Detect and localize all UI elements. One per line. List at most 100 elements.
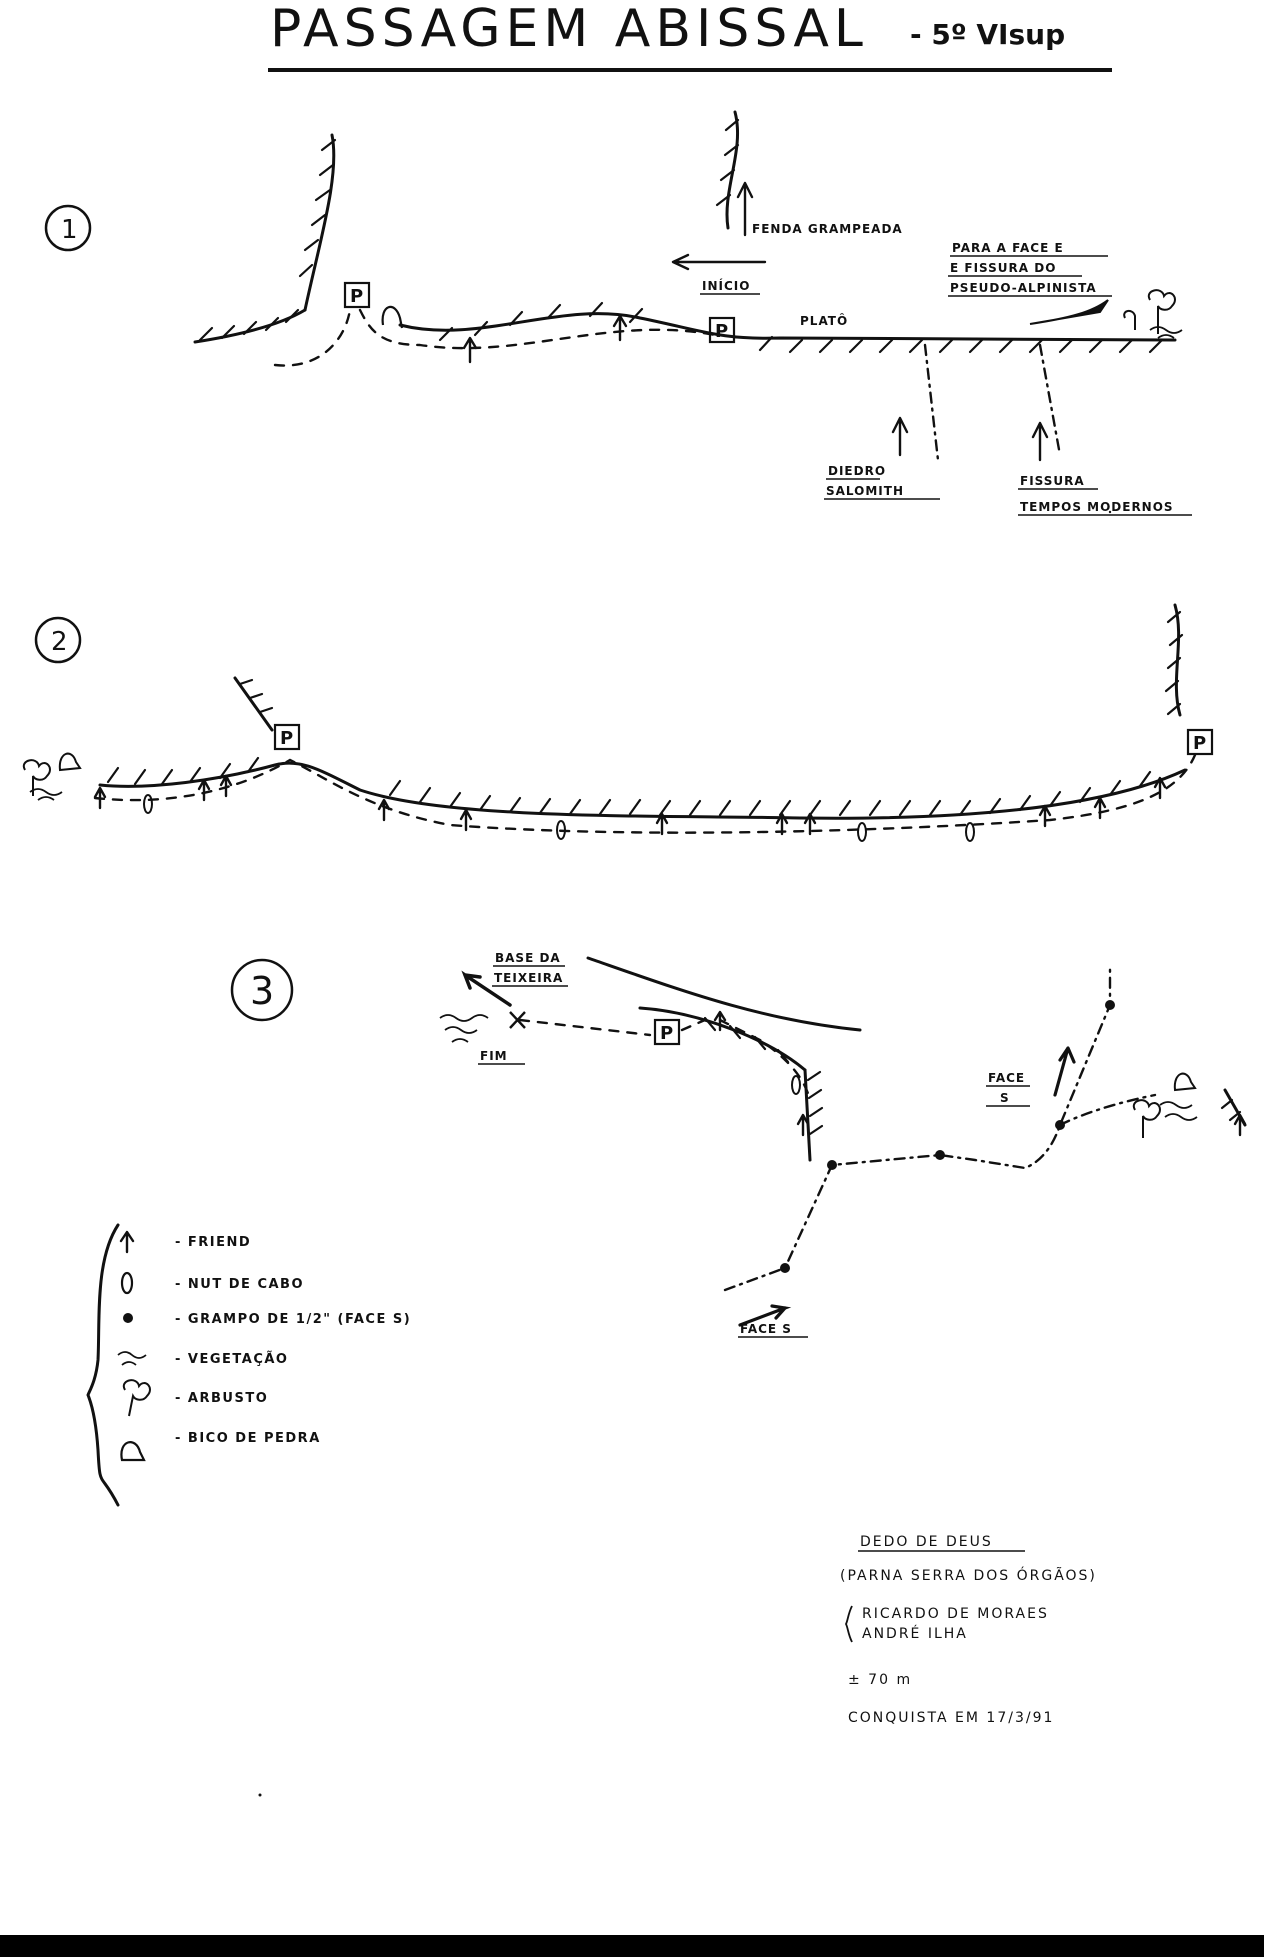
route-title: PASSAGEM ABISSAL [270,0,868,59]
vegetation-icon [1149,326,1183,339]
nut-icon [965,822,975,842]
rock-wall-left [303,133,336,312]
bolt-icon [1105,1000,1115,1010]
friend-icon [1153,776,1167,800]
pitch-number-circle [44,204,92,252]
fim-cross [509,1011,526,1029]
author-2: ANDRÉ ILHA [862,1625,968,1642]
belay-station: P [343,281,371,309]
label-diedro-2: SALOMITH [826,484,904,498]
bolt-icon [780,1263,790,1273]
fissura-arrow [1031,421,1049,462]
legend: - FRIEND - NUT DE CABO - GRAMPO DE 1/2" … [86,1223,411,1507]
park-name: (PARNA SERRA DOS ÓRGÃOS) [840,1566,1097,1584]
svg-text:P: P [350,286,363,307]
friend-icon [1038,804,1052,828]
roof-line [586,956,862,1032]
label-plato: PLATÔ [800,313,848,328]
svg-text:P: P [715,321,728,342]
route-variant [923,343,940,462]
shrub-icon [122,1379,151,1417]
face-s-lower-arrow [738,1304,792,1327]
label-face-s-upper-1: FACE [988,1071,1025,1085]
route-length: ± 70 m [848,1672,912,1688]
rock-ledge-left [193,308,307,344]
first-ascent: CONQUISTA EM 17/3/91 [848,1710,1054,1726]
friend-icon [713,1010,727,1032]
legend-shrub: - ARBUSTO [175,1391,268,1406]
pitch-number-circle [230,958,294,1022]
route-line [273,308,717,367]
rock-wall-upper-left [233,676,274,732]
rock-horn-icon [1173,1072,1197,1092]
belay-station: P [708,316,736,344]
belay-station: P [273,723,301,751]
nut-icon [857,822,867,842]
route-line [93,753,1197,834]
bolt-icon [1055,1120,1065,1130]
legend-friend: - FRIEND [175,1235,251,1250]
nut-icon [556,820,566,840]
rock-horn-icon [58,752,82,772]
vegetation-icon [439,1014,489,1043]
label-teixeira: TEIXEIRA [494,971,563,985]
vegetation-icon [117,1351,147,1366]
rock-slab [98,761,1187,820]
label-face-s-lower: FACE S [740,1322,792,1336]
bolt-icon [123,1313,133,1323]
rock-horn-icon [381,305,404,329]
pitch-1: 1 [44,110,1192,516]
legend-brace [86,1223,120,1507]
shrub-icon [1132,1099,1161,1138]
label-fenda-grampeada: FENDA GRAMPEADA [752,222,903,236]
friend-icon [93,786,107,810]
paper-speck [258,1793,262,1797]
route-line [518,1018,652,1037]
friend-icon [197,778,211,802]
friend-icon [119,1230,135,1254]
nut-icon [120,1271,134,1295]
route-info: DEDO DE DEUS (PARNA SERRA DOS ÓRGÃOS) RI… [840,1534,1097,1726]
route-grade: - 5º VIsup [910,18,1065,51]
legend-nut: - NUT DE CABO [175,1277,304,1292]
friend-icon [775,812,789,836]
label-fim: FIM [480,1049,508,1063]
label-inicio: INÍCIO [702,278,750,293]
mountain-name: DEDO DE DEUS [860,1534,993,1550]
svg-text:P: P [280,728,293,749]
friend-icon [459,808,473,832]
label-fissura-2: TEMPOS MODERNOS [1020,500,1174,514]
belay-station: P [1186,728,1214,756]
face-s-route [723,963,1112,1292]
nut-icon [143,794,153,814]
friend-icon [803,812,817,836]
shrub-icon [1123,289,1176,334]
authors-brace [844,1605,853,1643]
label-face-e-3: PSEUDO-ALPINISTA [950,281,1097,295]
legend-bolt: - GRAMPO DE 1/2" (FACE S) [175,1312,411,1327]
bolt-icon [935,1150,945,1160]
friend-icon [1233,1113,1247,1137]
legend-rock-horn: - BICO DE PEDRA [175,1431,321,1446]
friend-icon [462,336,478,364]
fenda-arrow [736,181,754,237]
diedro-arrow [891,416,909,457]
label-base-da: BASE DA [495,951,561,965]
svg-text:P: P [660,1023,673,1044]
friend-icon [1093,796,1107,820]
pitch-number: 3 [250,969,274,1013]
pitch-2: 2 [22,603,1214,842]
legend-vegetation: - VEGETAÇÃO [175,1351,289,1367]
base-teixeira-arrow [461,970,512,1007]
belay-station: P [653,1018,681,1046]
face-s-arrow [1053,1046,1076,1097]
scan-border [0,1935,1264,1957]
author-1: RICARDO DE MORAES [862,1606,1049,1622]
nut-icon [791,1075,801,1095]
friend-icon [655,812,669,836]
rock-horn-icon [120,1441,146,1462]
bolt-icon [827,1160,837,1170]
paper-speck [1108,510,1112,514]
friend-icon [796,1113,810,1137]
